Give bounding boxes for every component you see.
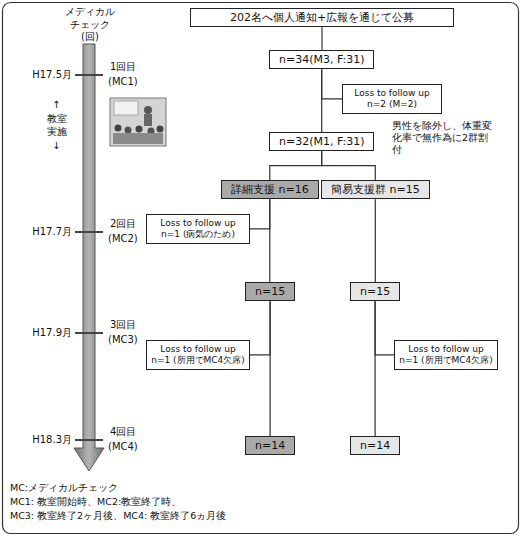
timeline-arrow bbox=[74, 44, 104, 471]
tick-mark bbox=[75, 231, 103, 233]
connector-line bbox=[321, 69, 322, 132]
connector-line bbox=[250, 301, 270, 355]
footnote: MC3: 教室終了2ヶ月後、MC4: 教室終了6ヵ月後 bbox=[10, 510, 226, 522]
group-box: 詳細支援 n=16 bbox=[221, 180, 319, 199]
tick-mark bbox=[75, 439, 103, 441]
node-text: Loss to follow up n=1 (所用でMC4欠席) bbox=[151, 344, 245, 366]
check-code: (MC4) bbox=[108, 441, 138, 454]
check-code: (MC3) bbox=[108, 334, 138, 347]
person-head bbox=[125, 127, 132, 134]
node-text: n=15 bbox=[360, 285, 390, 298]
loss-box: Loss to follow up n=1 (所用でMC4欠席) bbox=[146, 340, 250, 370]
footnote: MC1: 教室開始時、MC2:教室終了時、 bbox=[10, 496, 181, 508]
allocation-note: 男性を除外し、体重変化率で無作為に2群割付 bbox=[392, 120, 492, 156]
photo-frame bbox=[110, 98, 166, 146]
node-text: Loss to follow up n=2 (M=2) bbox=[347, 88, 437, 110]
check-number: 3回目 bbox=[110, 319, 136, 332]
process-box: n=34(M3, F:31) bbox=[269, 50, 374, 69]
node-text: Loss to follow up n=1 (所用でMC4欠席) bbox=[399, 344, 493, 366]
node-text: Loss to follow up n=1 (病気のため) bbox=[151, 218, 245, 240]
node-text: n=14 bbox=[360, 439, 390, 452]
axis-unit: (回) bbox=[72, 31, 108, 44]
person-head bbox=[115, 125, 122, 132]
date-label: H17.9月 bbox=[16, 327, 72, 340]
axis-heading: メディカル チェック bbox=[62, 6, 118, 31]
arrow-symbol: ↓ bbox=[52, 140, 60, 153]
group-box: n=14 bbox=[245, 436, 295, 455]
loss-box: Loss to follow up n=2 (M=2) bbox=[342, 84, 442, 114]
node-text: n=34(M3, F:31) bbox=[279, 53, 364, 66]
date-label: H17.7月 bbox=[16, 226, 72, 239]
process-box: 202名へ個人通知+広報を通じて公募 bbox=[190, 8, 454, 27]
connector-line bbox=[322, 69, 342, 99]
connector-line bbox=[375, 301, 376, 436]
connector-line bbox=[270, 151, 322, 180]
check-number: 1回目 bbox=[110, 61, 136, 74]
connector-line bbox=[269, 199, 270, 282]
class-photo bbox=[110, 98, 166, 146]
node-text: 202名へ個人通知+広報を通じて公募 bbox=[200, 11, 444, 24]
check-code: (MC1) bbox=[108, 76, 138, 89]
process-box: n=32(M1, F:31) bbox=[269, 132, 374, 151]
group-box: 簡易支援群 n=15 bbox=[321, 180, 430, 199]
person-head bbox=[157, 126, 164, 133]
footnote: MC:メディカルチェック bbox=[10, 482, 118, 494]
loss-box: Loss to follow up n=1 (病気のため) bbox=[146, 214, 250, 244]
group-box: n=14 bbox=[350, 436, 400, 455]
tick-mark bbox=[75, 74, 103, 76]
connector-line bbox=[375, 301, 394, 355]
connector-line bbox=[375, 199, 376, 282]
group-box: n=15 bbox=[350, 282, 400, 301]
tick-mark bbox=[75, 332, 103, 334]
person-head bbox=[136, 126, 143, 133]
person-head bbox=[144, 106, 152, 114]
check-code: (MC2) bbox=[108, 233, 138, 246]
whiteboard bbox=[114, 101, 138, 115]
date-label: H17.5月 bbox=[16, 69, 72, 82]
node-text: n=15 bbox=[255, 285, 285, 298]
check-number: 4回目 bbox=[110, 426, 136, 439]
node-text: 簡易支援群 n=15 bbox=[331, 183, 420, 196]
node-text: 詳細支援 n=16 bbox=[231, 183, 309, 196]
arrow-symbol: ↑ bbox=[52, 99, 60, 112]
seated-group bbox=[113, 133, 163, 144]
period-label: 教室 実施 bbox=[46, 113, 68, 138]
connector-line bbox=[321, 27, 322, 50]
connector-line bbox=[322, 151, 376, 180]
person-body bbox=[144, 114, 152, 126]
group-box: n=15 bbox=[245, 282, 295, 301]
check-number: 2回目 bbox=[110, 218, 136, 231]
node-text: n=32(M1, F:31) bbox=[279, 135, 364, 148]
date-label: H18.3月 bbox=[16, 434, 72, 447]
outer-frame bbox=[3, 3, 519, 534]
node-text: n=14 bbox=[255, 439, 285, 452]
loss-box: Loss to follow up n=1 (所用でMC4欠席) bbox=[394, 340, 498, 370]
connector-line bbox=[270, 301, 271, 436]
connector-line bbox=[250, 199, 270, 229]
